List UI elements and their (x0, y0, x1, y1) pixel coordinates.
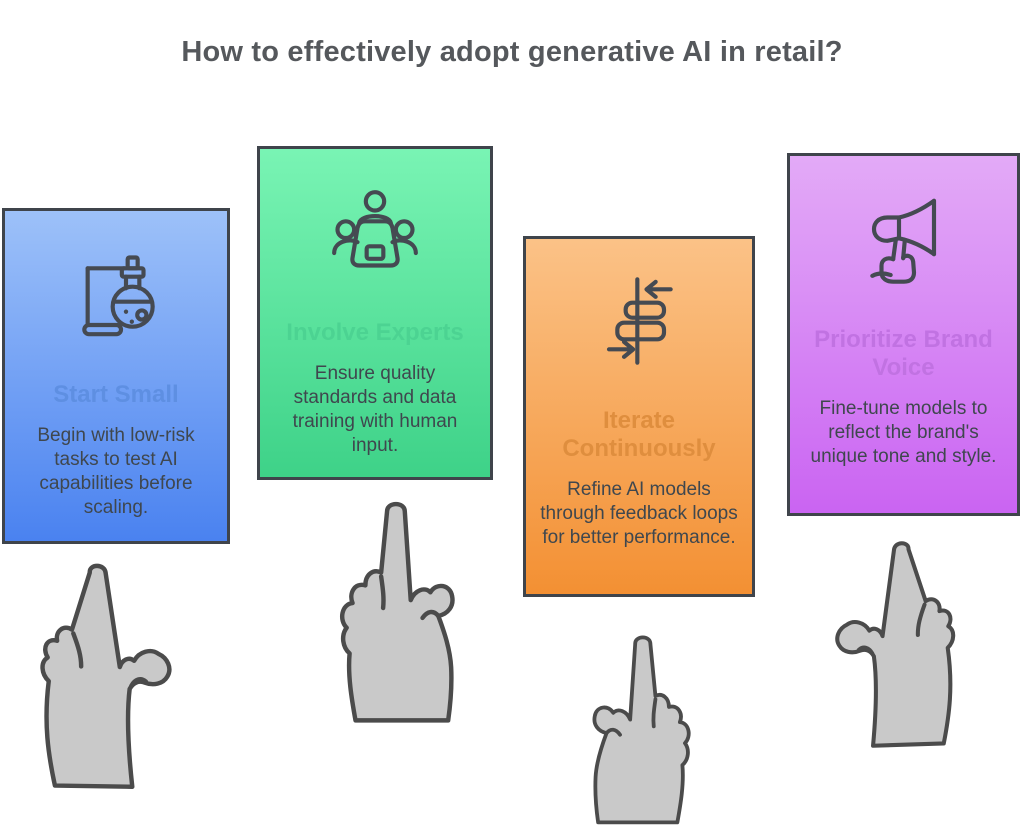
flask-icon (82, 255, 155, 337)
pointing-hand-illustration (322, 497, 460, 723)
card-body: Fine-tune models to reflect the brand's … (810, 398, 997, 467)
pointing-hand-illustration (592, 635, 691, 825)
card-title: Iterate Continuously (562, 407, 716, 462)
card-body: Begin with low-risk tasks to test AI cap… (37, 425, 195, 518)
card-prioritize-brand-voice: Prioritize Brand Voice Fine-tune models … (787, 153, 1020, 516)
card-start-small: Start Small Begin with low-risk tasks to… (2, 208, 230, 544)
meeting-icon (332, 190, 418, 268)
card-body: Refine AI models through feedback loops … (540, 479, 738, 548)
megaphone-icon (869, 198, 936, 284)
card-iterate-continuously: Iterate Continuously Refine AI models th… (523, 236, 755, 597)
page-title: How to effectively adopt generative AI i… (181, 36, 843, 68)
pointing-hand-illustration (28, 560, 176, 792)
card-body: Ensure quality standards and data traini… (292, 363, 458, 456)
card-involve-experts: Involve Experts Ensure quality standards… (257, 146, 493, 480)
pointing-hand-illustration (828, 538, 970, 750)
iteration-icon (606, 277, 673, 365)
card-title: Involve Experts (286, 319, 464, 346)
card-title: Start Small (53, 381, 179, 408)
card-title: Prioritize Brand Voice (814, 326, 993, 381)
